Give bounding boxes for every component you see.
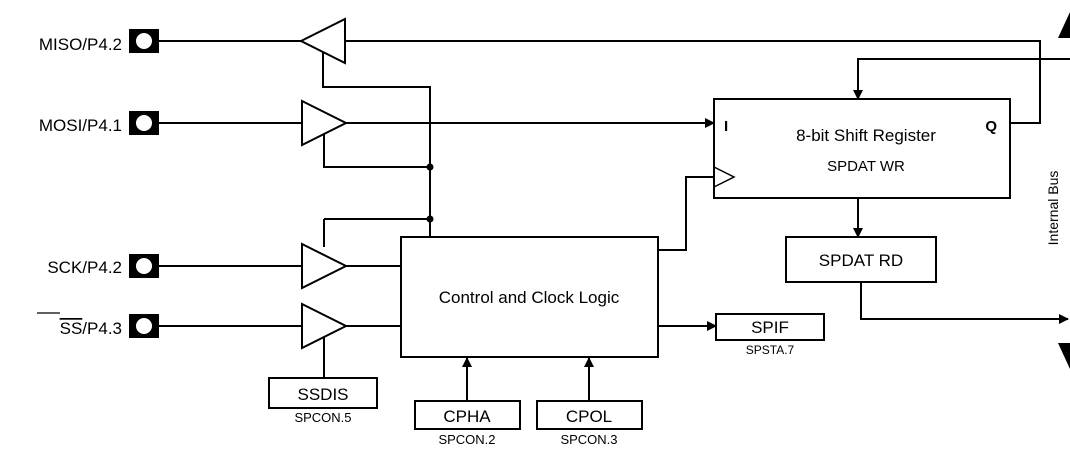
shift-register-title: 8-bit Shift Register bbox=[796, 126, 936, 145]
cpha-register-label: SPCON.2 bbox=[438, 432, 495, 447]
wire-miso-enable bbox=[322, 52, 431, 237]
cpha-block bbox=[414, 400, 521, 430]
pin-mosi-pad bbox=[129, 111, 159, 135]
wire-bus-to-shift bbox=[853, 58, 1070, 100]
shift-register-block bbox=[713, 98, 1011, 199]
cpol-label: CPOL bbox=[566, 407, 612, 426]
junction-dot-1 bbox=[426, 163, 434, 171]
internal-bus-arrow-bottom bbox=[1058, 343, 1070, 369]
ssdis-label: SSDIS bbox=[297, 385, 348, 404]
pin-mosi-label: MOSI/P4.1 bbox=[39, 116, 122, 135]
shift-register-output-label: Q bbox=[985, 118, 997, 135]
spdat-rd-block bbox=[785, 236, 937, 283]
ssdis-block bbox=[268, 377, 378, 409]
spif-block bbox=[715, 313, 825, 341]
pin-sck-label: SCK/P4.2 bbox=[47, 258, 122, 277]
pin-ss-bar-text: SS bbox=[60, 319, 83, 338]
shift-register-subtitle: SPDAT WR bbox=[827, 158, 905, 175]
wire-q-to-miso bbox=[345, 40, 1041, 124]
wire-clock-to-shift bbox=[658, 176, 714, 251]
pin-ss-label: SS/P4.3 bbox=[60, 319, 122, 338]
pin-miso-label: MISO/P4.2 bbox=[39, 35, 122, 54]
shift-register-clock-symbol bbox=[713, 166, 736, 188]
sck-input-buffer bbox=[301, 242, 349, 290]
cpol-register-label: SPCON.3 bbox=[560, 432, 617, 447]
wire-spdat-rd-to-bus bbox=[860, 282, 1069, 324]
pin-sck-pad bbox=[129, 254, 159, 278]
cpol-block bbox=[536, 400, 643, 430]
spif-register-label: SPSTA.7 bbox=[746, 343, 795, 357]
junction-dot-2 bbox=[426, 215, 434, 223]
ssdis-register-label: SPCON.5 bbox=[294, 410, 351, 425]
internal-bus-arrow-top bbox=[1058, 12, 1070, 38]
cpha-label: CPHA bbox=[443, 407, 491, 426]
wire-mosi-enable bbox=[323, 134, 430, 168]
internal-bus-label: Internal Bus bbox=[1045, 171, 1061, 246]
pin-ss-pad bbox=[129, 314, 159, 338]
shift-register-input-label: I bbox=[724, 118, 728, 135]
pin-ss-rest-text: /P4.3 bbox=[82, 319, 122, 338]
control-clock-logic-label: Control and Clock Logic bbox=[439, 288, 620, 307]
spif-label: SPIF bbox=[751, 318, 789, 337]
spdat-rd-label: SPDAT RD bbox=[819, 251, 903, 270]
control-clock-logic-block bbox=[400, 236, 659, 358]
pin-miso-pad bbox=[129, 29, 159, 53]
